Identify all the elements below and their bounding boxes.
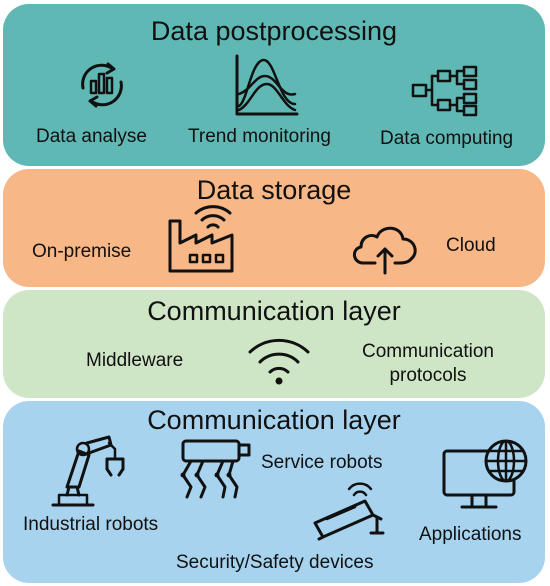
trend-chart-icon bbox=[233, 54, 299, 118]
robot-arm-icon bbox=[45, 431, 127, 507]
devices-title: Communication layer bbox=[147, 405, 401, 435]
cloud-label: Cloud bbox=[446, 235, 496, 256]
storage-layer: Data storage On-premise Cloud bbox=[3, 169, 545, 287]
postprocessing-layer: Data postprocessing Data analyse Trend m… bbox=[3, 4, 545, 166]
security-camera-icon bbox=[309, 481, 385, 543]
quadruped-robot-icon bbox=[177, 437, 253, 501]
wifi-icon bbox=[246, 336, 312, 386]
postprocessing-title: Data postprocessing bbox=[150, 16, 398, 46]
communication-protocols-label: Communication protocols bbox=[347, 340, 509, 388]
data-computing-label: Data computing bbox=[380, 128, 514, 149]
service-robots-label: Service robots bbox=[261, 452, 383, 473]
communication-protocols-line1: Communication bbox=[362, 341, 494, 362]
storage-title: Data storage bbox=[196, 175, 352, 205]
applications-label: Applications bbox=[419, 524, 522, 545]
security-safety-label: Security/Safety devices bbox=[176, 552, 374, 573]
cloud-upload-icon bbox=[349, 223, 421, 275]
monitor-globe-icon bbox=[440, 439, 530, 511]
trend-monitoring-label: Trend monitoring bbox=[188, 126, 331, 147]
analysis-cycle-icon bbox=[75, 58, 129, 112]
communication-title: Communication layer bbox=[147, 296, 401, 326]
factory-wifi-icon bbox=[166, 205, 236, 273]
hierarchy-network-icon bbox=[411, 65, 479, 117]
communication-protocols-line2: protocols bbox=[389, 365, 467, 386]
devices-layer: Communication layer Industrial robots bbox=[3, 401, 545, 583]
on-premise-label: On-premise bbox=[32, 241, 132, 262]
data-analyse-label: Data analyse bbox=[36, 126, 147, 147]
industrial-robots-label: Industrial robots bbox=[23, 514, 159, 535]
communication-layer: Communication layer Middleware Communica… bbox=[3, 290, 545, 398]
middleware-label: Middleware bbox=[86, 350, 184, 371]
